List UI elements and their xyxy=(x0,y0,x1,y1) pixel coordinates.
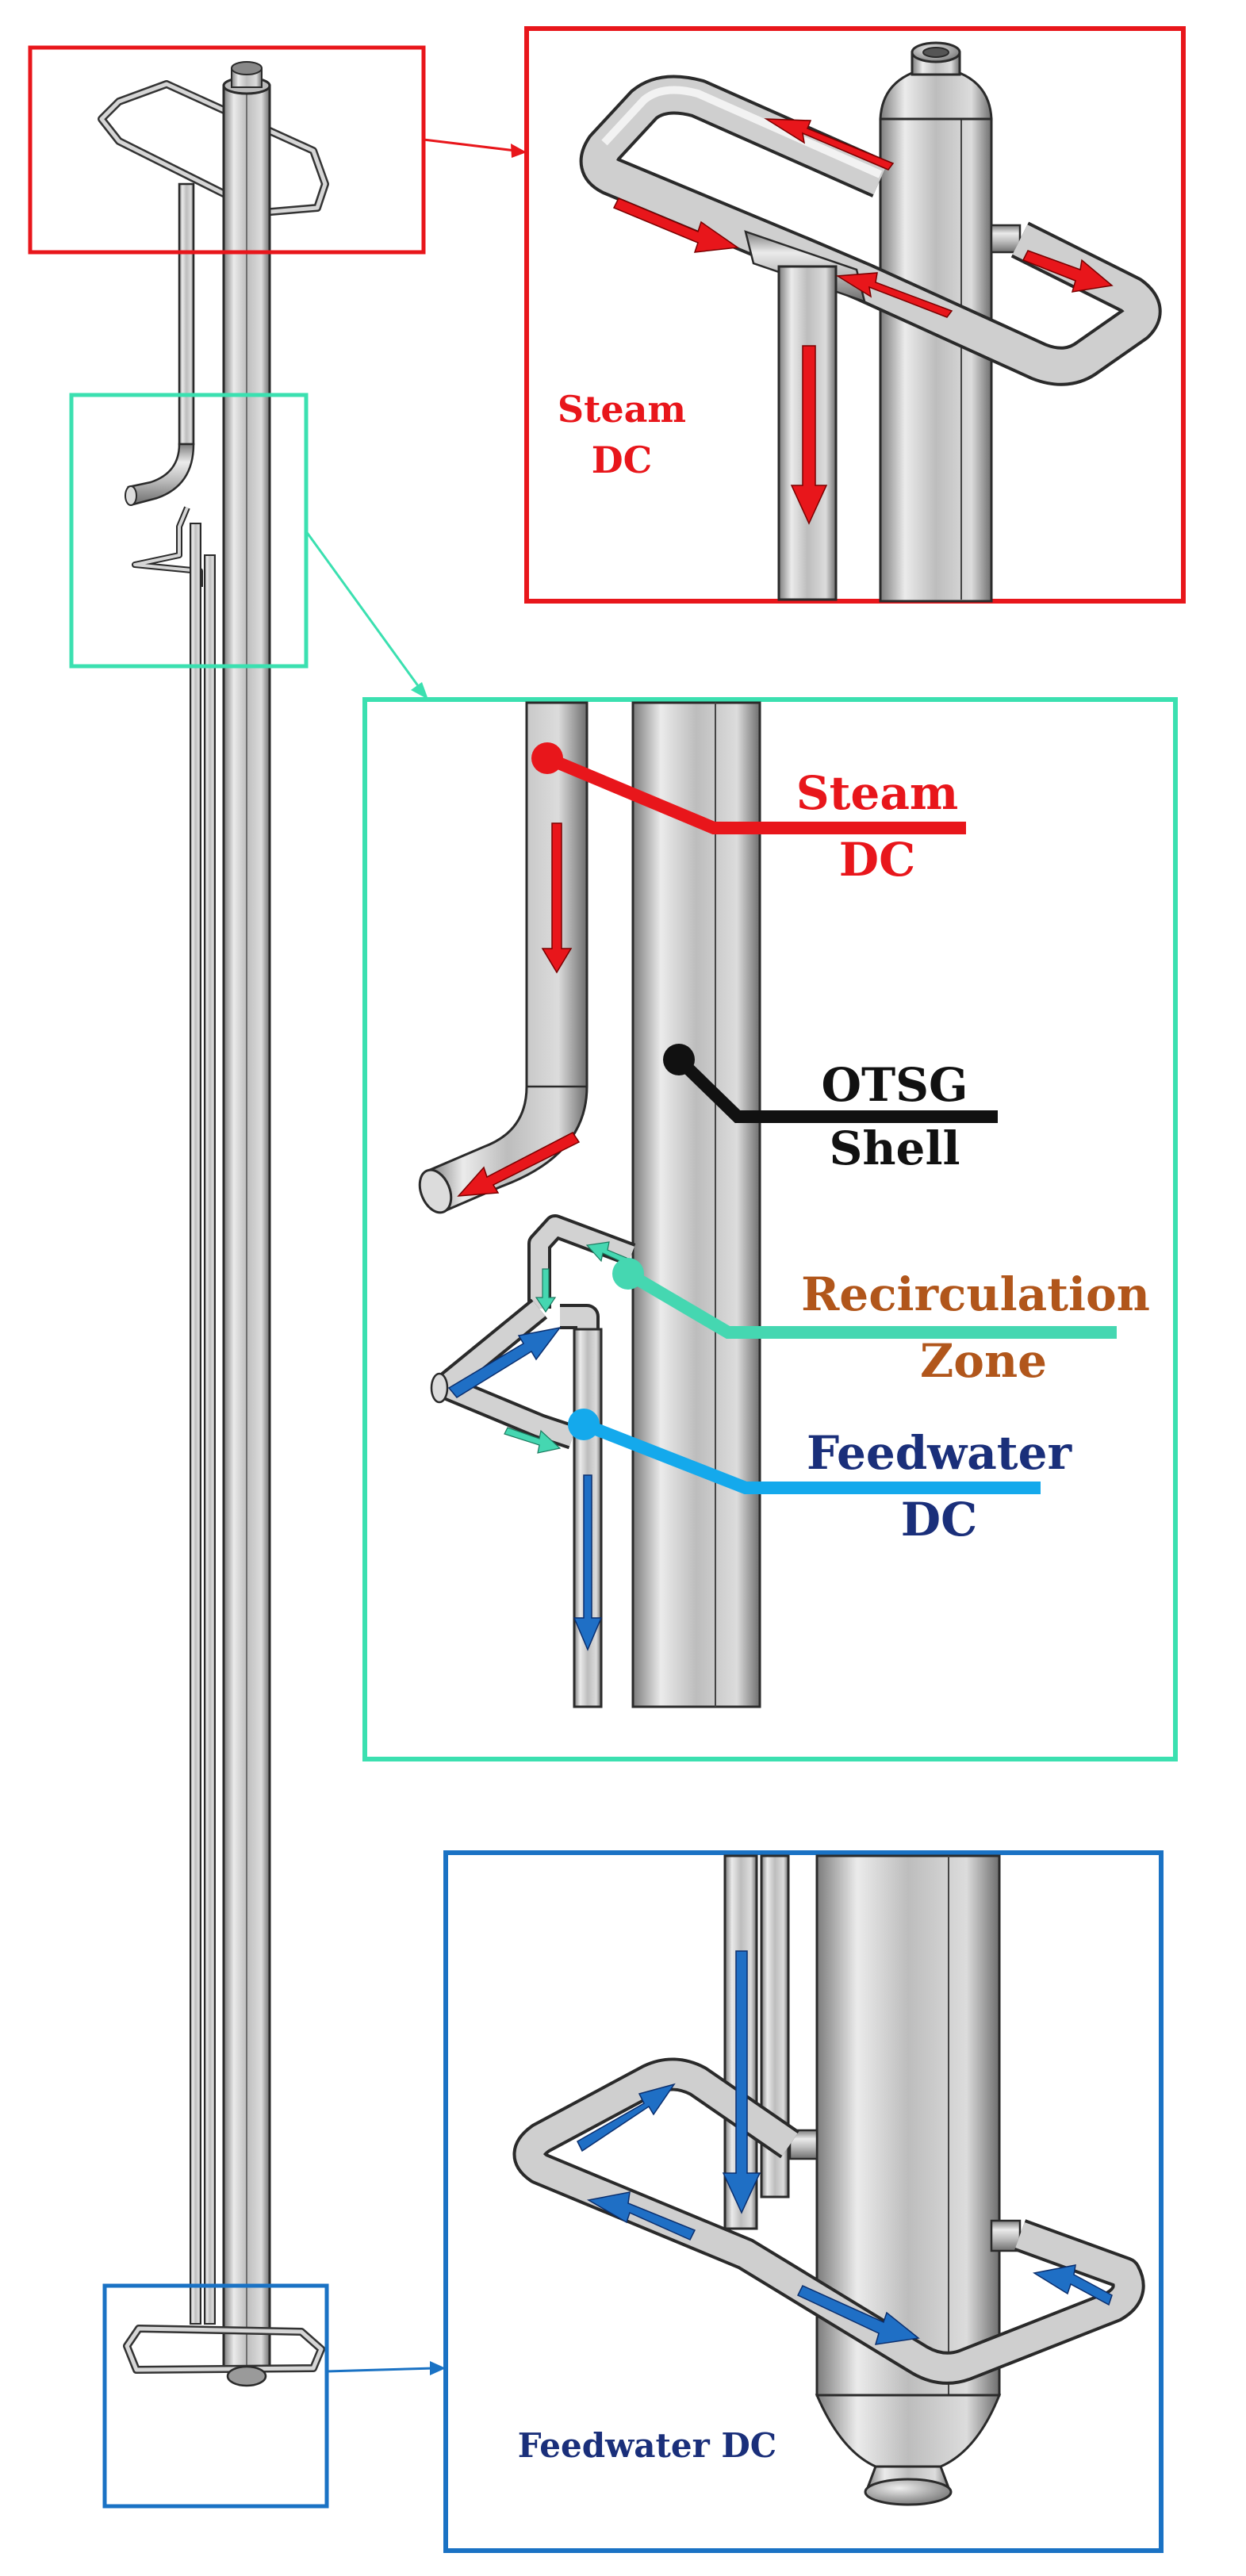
overview-feedwater-downcomer-2 xyxy=(204,554,216,2325)
frame-feedwater-region xyxy=(102,2283,329,2509)
label-feedwater-dc-line-1: Feedwater xyxy=(807,1426,1073,1480)
flow-arrow-icon xyxy=(447,1326,603,1651)
overview-feedwater-downcomer-1 xyxy=(190,523,201,2325)
flow-arrow-icon xyxy=(504,1241,627,1454)
overview-steam-downcomer xyxy=(178,182,195,446)
flow-arrow-icon xyxy=(457,822,581,1197)
recirc-detail-panel: Steam DC OTSG Shell Recirculation Zone F… xyxy=(362,697,1178,1761)
label-feedwater-dc-line-2: DC xyxy=(901,1493,977,1547)
feedwater-detail-panel: Feedwater DC xyxy=(443,1850,1164,2553)
label-recirculation-zone-line-1: Recirculation xyxy=(801,1267,1150,1321)
pointer-dot-icon xyxy=(612,1258,1117,1339)
feedwater-detail-label: Feedwater DC xyxy=(518,2426,776,2465)
label-otsg-shell-line-2: Shell xyxy=(829,1121,960,1175)
recirc-detail-steam-pipe xyxy=(427,701,588,1214)
flow-arrow-icon xyxy=(577,1950,1113,2345)
frame-steam-region xyxy=(28,45,426,255)
connector-recirc xyxy=(305,531,428,700)
steam-detail-panel: Steam DC xyxy=(524,26,1186,604)
label-otsg-shell-line-1: OTSG xyxy=(821,1058,968,1112)
recirc-detail-frame xyxy=(362,697,1178,1761)
flow-arrow-icon xyxy=(612,118,1114,525)
label-recirculation-zone-line-2: Zone xyxy=(920,1334,1047,1388)
connector-feedwater xyxy=(326,2361,446,2375)
feedwater-detail-frame xyxy=(443,1850,1164,2553)
pointer-dot-icon xyxy=(531,742,966,834)
steam-detail-label-line-2: DC xyxy=(592,439,653,481)
label-steam-dc-line-2: DC xyxy=(839,833,915,887)
overview-assembly xyxy=(98,61,329,2387)
steam-detail-label-line-1: Steam xyxy=(558,388,686,431)
connector-steam xyxy=(423,138,527,158)
label-steam-dc-line-1: Steam xyxy=(796,766,959,820)
frame-recirc-region xyxy=(69,393,309,669)
recirc-detail-shell xyxy=(631,701,761,1708)
pointer-dot-icon xyxy=(568,1409,1041,1494)
steam-detail-shell xyxy=(879,117,993,603)
pointer-dot-icon xyxy=(663,1044,998,1123)
